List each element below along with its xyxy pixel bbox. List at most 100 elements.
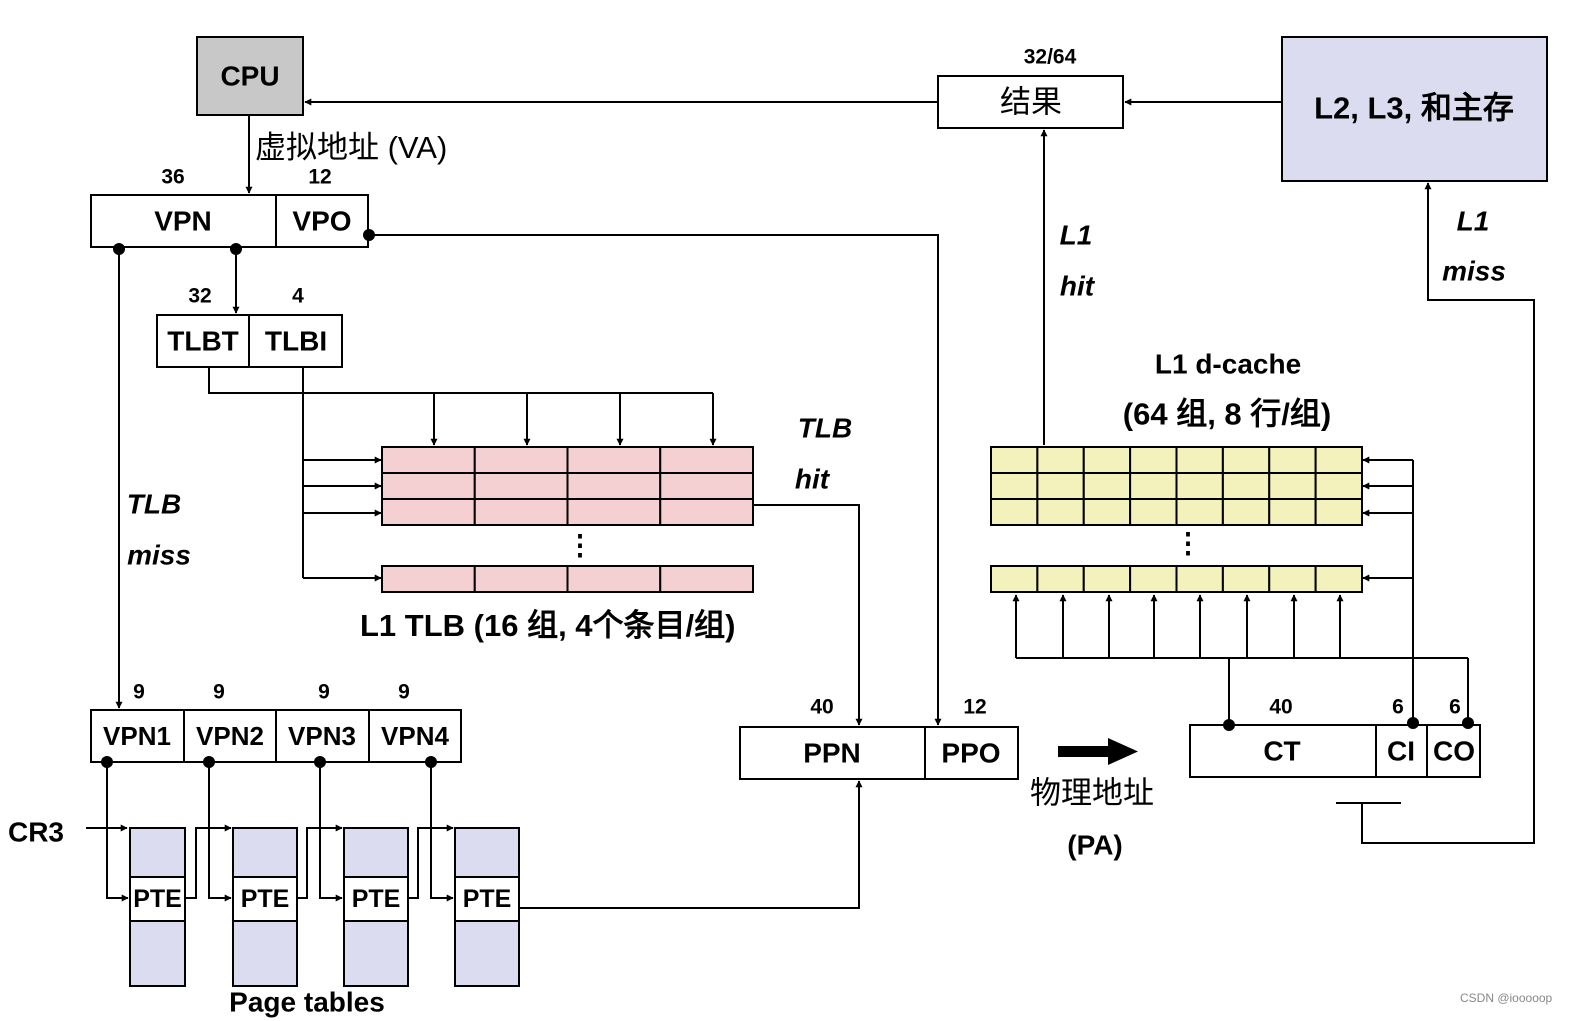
- result-label: 结果: [1000, 85, 1062, 120]
- tlb-entry: [473, 446, 569, 474]
- tlbt-label: TLBT: [167, 326, 239, 357]
- vpo-box: [275, 194, 369, 248]
- tlbi-bits: 4: [292, 285, 304, 308]
- l1-miss-word1: L1: [1457, 206, 1490, 237]
- result-bits: 32/64: [1024, 46, 1077, 69]
- cache-line: [1036, 565, 1085, 593]
- pa-label: 物理地址: [1030, 776, 1154, 811]
- cache-line: [1314, 565, 1363, 593]
- watermark: CSDN @iooooop: [1460, 991, 1553, 1005]
- pte-entry: [454, 876, 520, 922]
- pte-label: PTE: [463, 885, 512, 913]
- vpn4-label: VPN4: [381, 721, 449, 751]
- cache-line: [1175, 565, 1224, 593]
- tlb-entry: [566, 446, 662, 474]
- cache-line: [1314, 446, 1363, 474]
- tlb-entry: [381, 446, 476, 474]
- cache-title: L1 d-cache: [1155, 349, 1301, 380]
- cpu-label: CPU: [220, 61, 279, 92]
- cache-dots: ⋮: [1174, 528, 1202, 559]
- cache-grid: [990, 446, 1363, 593]
- cache-line: [1175, 498, 1224, 526]
- tlbt-bits: 32: [188, 285, 211, 308]
- tlb-entry: [381, 498, 476, 526]
- cache-line: [1221, 498, 1271, 526]
- ct-bits: 40: [1269, 696, 1292, 719]
- pte-label: PTE: [241, 885, 290, 913]
- vpn1-box: [90, 709, 185, 763]
- connections: [86, 98, 1535, 909]
- tlb-entry: [566, 565, 662, 593]
- junction-dot: [230, 243, 242, 255]
- tlbi-box: [248, 314, 343, 368]
- vpn-box: [90, 194, 277, 248]
- tlb-hit-word2: hit: [795, 464, 831, 495]
- cache-line: [1082, 565, 1132, 593]
- ci-box: [1375, 724, 1428, 778]
- cache-line: [990, 472, 1039, 500]
- junction-dot: [1407, 717, 1419, 729]
- vpn3-bits: 9: [318, 681, 330, 704]
- tlb-miss-word2: miss: [127, 540, 191, 571]
- tlb-entry: [381, 472, 476, 500]
- co-box: [1426, 724, 1481, 778]
- tlb-entry: [659, 472, 754, 500]
- tlb-dots: ⋮: [566, 530, 594, 561]
- junction-dot: [425, 756, 437, 768]
- cache-line: [990, 498, 1039, 526]
- tlb-entry: [659, 565, 754, 593]
- vpn2-box: [183, 709, 277, 763]
- junction-dot: [363, 229, 375, 241]
- vpn4-bits: 9: [398, 681, 410, 704]
- l1-miss-word2: miss: [1442, 256, 1506, 287]
- cache-line: [1314, 472, 1363, 500]
- vpn1-bits: 9: [133, 681, 145, 704]
- junction-dot: [314, 756, 326, 768]
- ppn-box: [739, 726, 926, 780]
- tlb-entry: [566, 472, 662, 500]
- cache-line: [1129, 498, 1178, 526]
- tlb-hit-word1: TLB: [798, 413, 852, 444]
- cache-line: [1036, 446, 1085, 474]
- cache-line: [1036, 472, 1085, 500]
- tlb-entry: [381, 565, 476, 593]
- vpn-bits: 36: [161, 166, 184, 189]
- vpn1-label: VPN1: [103, 721, 171, 751]
- pte-label: PTE: [133, 885, 182, 913]
- cache-line: [1314, 498, 1363, 526]
- pa-abbr: (PA): [1067, 830, 1122, 861]
- cache-line: [1268, 446, 1317, 474]
- l2-l3-memory-label: L2, L3, 和主存: [1314, 91, 1514, 126]
- pte-entry: [232, 876, 298, 922]
- tlb-entry: [473, 498, 569, 526]
- vpn3-box: [275, 709, 370, 763]
- vpo-bits: 12: [308, 166, 331, 189]
- thick-right-arrow: [1058, 738, 1138, 765]
- l1-hit-word2: hit: [1060, 271, 1096, 302]
- cache-line: [1221, 565, 1271, 593]
- tlb-entry: [659, 446, 754, 474]
- vpo-label: VPO: [292, 206, 351, 237]
- junction-dot: [113, 243, 125, 255]
- vpn3-label: VPN3: [288, 721, 356, 751]
- cache-line: [1082, 472, 1132, 500]
- ppo-box: [924, 726, 1019, 780]
- ci-label: CI: [1387, 736, 1415, 767]
- vpn2-label: VPN2: [196, 721, 264, 751]
- cr3-label: CR3: [8, 817, 64, 848]
- co-bits: 6: [1449, 696, 1461, 719]
- cache-line: [1221, 472, 1271, 500]
- page-tables-label: Page tables: [229, 987, 385, 1018]
- ppo-label: PPO: [941, 738, 1000, 769]
- tlbi-label: TLBI: [265, 326, 327, 357]
- va-label: 虚拟地址 (VA): [255, 130, 447, 165]
- ct-box: [1189, 724, 1377, 778]
- cache-line: [1082, 498, 1132, 526]
- cache-line: [1221, 446, 1271, 474]
- l1-hit-word1: L1: [1060, 220, 1093, 251]
- ppn-bits: 40: [810, 696, 833, 719]
- tlb-caption: L1 TLB (16 组, 4个条目/组): [360, 608, 735, 643]
- ct-label: CT: [1263, 736, 1300, 767]
